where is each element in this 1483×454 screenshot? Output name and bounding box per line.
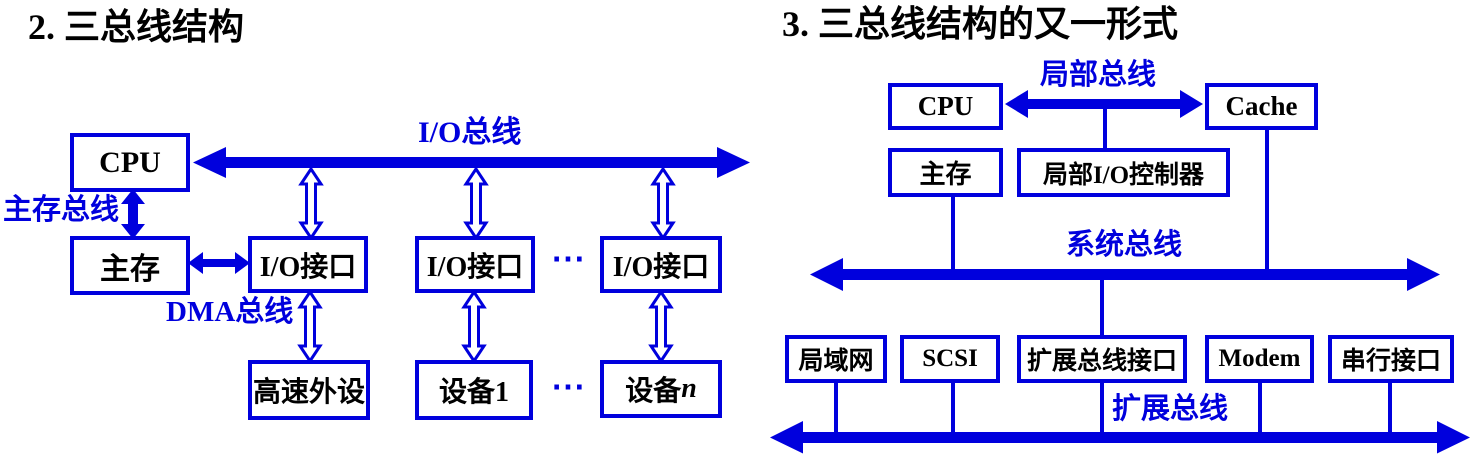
io1-to-peripheral-arrow (297, 289, 323, 364)
cpu-box-right: CPU (888, 83, 1003, 130)
local-io-controller-box: 局部I/O控制器 (1017, 148, 1230, 197)
system-bus-label: 系统总线 (1066, 229, 1183, 261)
expansion-bus-arrow (770, 421, 1470, 454)
io-bus-arrow (193, 147, 750, 178)
bus-to-io1-arrow (298, 166, 324, 241)
io-interface-1-box: I/O接口 (248, 236, 368, 293)
right-diagram-title: 3. 三总线结构的又一形式 (782, 4, 1179, 44)
bus-to-io3-arrow (650, 166, 676, 241)
device-1-box: 设备1 (415, 360, 533, 420)
io-interface-2-box: I/O接口 (415, 236, 535, 293)
serial-interface-box: 串行接口 (1328, 335, 1454, 383)
lan-box: 局域网 (785, 335, 887, 383)
local-bus-label: 局部总线 (1040, 59, 1157, 91)
left-diagram-title: 2. 三总线结构 (28, 7, 245, 47)
main-memory-box-left: 主存 (70, 236, 190, 295)
interfaces-ellipsis: ⋯ (551, 241, 586, 278)
scsi-box: SCSI (900, 335, 1000, 383)
main-memory-box-right: 主存 (888, 148, 1003, 197)
io2-to-device1-arrow (461, 289, 487, 364)
dma-arrow (188, 252, 250, 274)
cpu-mainmemory-arrow (121, 189, 145, 239)
bus-to-io2-arrow (463, 166, 489, 241)
devices-ellipsis: ⋯ (551, 369, 586, 406)
system-bus-arrow (810, 258, 1440, 291)
io-bus-label: I/O总线 (418, 116, 522, 149)
expansion-bus-interface-box: 扩展总线接口 (1017, 335, 1187, 383)
io3-to-devicen-arrow (648, 289, 674, 364)
device-n-text: 设备 (625, 376, 682, 407)
modem-box: Modem (1205, 335, 1314, 383)
main-memory-bus-label: 主存总线 (3, 194, 120, 226)
cpu-box-left: CPU (70, 133, 190, 192)
cache-box: Cache (1205, 83, 1318, 130)
dma-bus-label: DMA总线 (166, 296, 294, 328)
device-n-variable: n (681, 373, 697, 404)
expansion-bus-label: 扩展总线 (1112, 393, 1229, 425)
io-interface-3-box: I/O接口 (600, 236, 722, 293)
high-speed-peripheral-box: 高速外设 (248, 360, 370, 420)
